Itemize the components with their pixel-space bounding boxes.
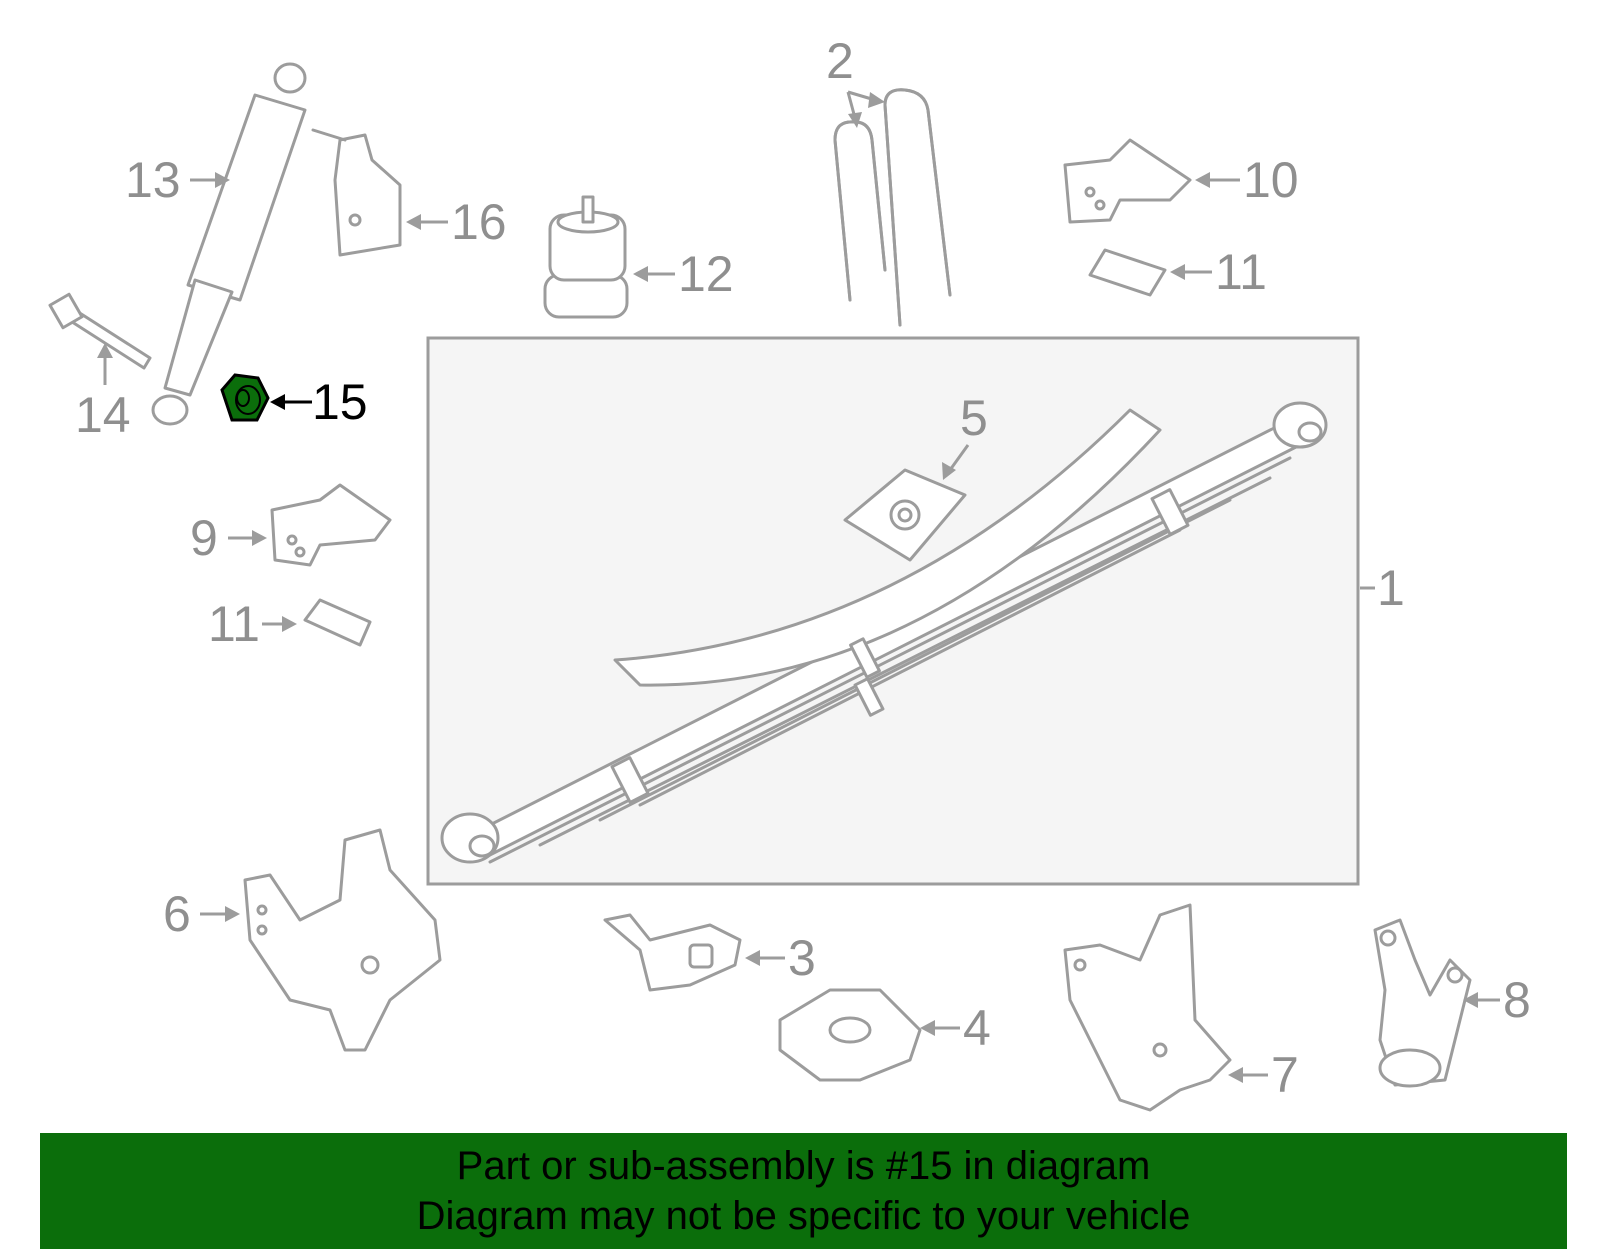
bump-bracket-3-illustration [603, 913, 742, 992]
leader-lines [97, 90, 1500, 1083]
callout-11-right[interactable]: 11 [1215, 244, 1267, 300]
spacer-block-4-illustration [778, 988, 922, 1082]
callout-labels: 1 2 3 4 5 6 7 8 9 10 11 11 12 13 14 15 1… [75, 33, 1531, 1103]
nut-illustration [220, 373, 270, 422]
banner-line-part: Part or sub-assembly is #15 in diagram [456, 1144, 1151, 1188]
shock-absorber-illustration [151, 62, 307, 426]
bracket-10-illustration [1063, 138, 1192, 224]
callout-13[interactable]: 13 [125, 152, 181, 208]
callout-10[interactable]: 10 [1243, 152, 1299, 208]
spring-plate-illustration [843, 468, 967, 562]
callout-5[interactable]: 5 [960, 390, 988, 446]
callout-9[interactable]: 9 [190, 510, 218, 566]
spacer-11-right-illustration [1088, 248, 1167, 297]
bracket-9-illustration [270, 483, 392, 567]
callout-1[interactable]: 1 [1377, 560, 1405, 616]
callout-14[interactable]: 14 [75, 387, 131, 443]
u-bolts-illustration [833, 88, 952, 327]
spacer-11-left-illustration [303, 598, 372, 647]
hanger-6-illustration [243, 828, 442, 1052]
leaf-spring-illustration [440, 401, 1328, 864]
hanger-7-illustration [1063, 903, 1232, 1112]
callout-2[interactable]: 2 [826, 33, 854, 89]
callout-8[interactable]: 8 [1503, 972, 1531, 1028]
callout-11-left[interactable]: 11 [208, 596, 260, 652]
callout-12[interactable]: 12 [678, 246, 734, 302]
info-banner: Part or sub-assembly is #15 in diagram D… [40, 1133, 1567, 1249]
callout-15[interactable]: 15 [312, 374, 368, 430]
callout-16[interactable]: 16 [451, 194, 507, 250]
shock-bracket-illustration [311, 128, 402, 257]
shackle-8-illustration [1373, 918, 1472, 1088]
banner-line-disclaimer: Diagram may not be specific to your vehi… [416, 1194, 1191, 1238]
callout-7[interactable]: 7 [1271, 1047, 1299, 1103]
bolt-illustration [48, 292, 152, 370]
callout-3[interactable]: 3 [788, 930, 816, 986]
callout-4[interactable]: 4 [963, 1000, 991, 1056]
bump-stop-illustration [543, 195, 629, 319]
callout-6[interactable]: 6 [163, 886, 191, 942]
